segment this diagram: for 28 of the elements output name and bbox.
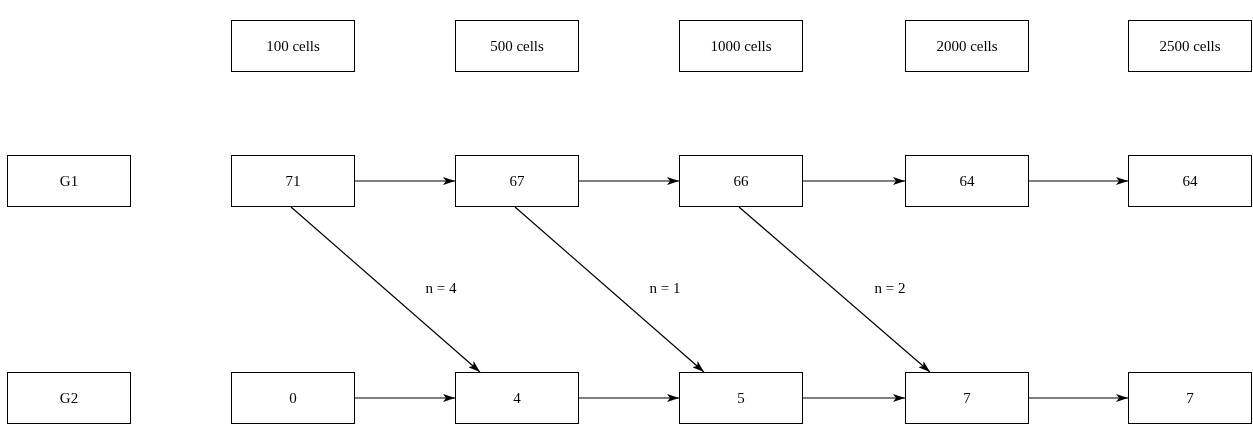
arrow bbox=[1028, 394, 1129, 402]
column-header-box: 1000 cells bbox=[679, 20, 803, 72]
value-box: 64 bbox=[905, 155, 1029, 207]
value-box: 5 bbox=[679, 372, 803, 424]
arrow bbox=[514, 206, 705, 373]
arrow bbox=[802, 177, 906, 185]
column-header-box: 500 cells bbox=[455, 20, 579, 72]
row-label-box: G1 bbox=[7, 155, 131, 207]
value-box: 66 bbox=[679, 155, 803, 207]
value-box: 71 bbox=[231, 155, 355, 207]
arrow bbox=[354, 394, 456, 402]
value-box: 7 bbox=[1128, 372, 1252, 424]
arrow bbox=[578, 177, 680, 185]
value-box: 7 bbox=[905, 372, 1029, 424]
row-label-box: G2 bbox=[7, 372, 131, 424]
arrow bbox=[738, 206, 931, 373]
arrow bbox=[290, 206, 481, 373]
arrow bbox=[354, 177, 456, 185]
arrow bbox=[578, 394, 680, 402]
value-box: 64 bbox=[1128, 155, 1252, 207]
value-box: 67 bbox=[455, 155, 579, 207]
value-box: 0 bbox=[231, 372, 355, 424]
arrow bbox=[1028, 177, 1129, 185]
column-header-box: 2000 cells bbox=[905, 20, 1029, 72]
column-header-box: 2500 cells bbox=[1128, 20, 1252, 72]
column-header-box: 100 cells bbox=[231, 20, 355, 72]
arrow bbox=[802, 394, 906, 402]
value-box: 4 bbox=[455, 372, 579, 424]
